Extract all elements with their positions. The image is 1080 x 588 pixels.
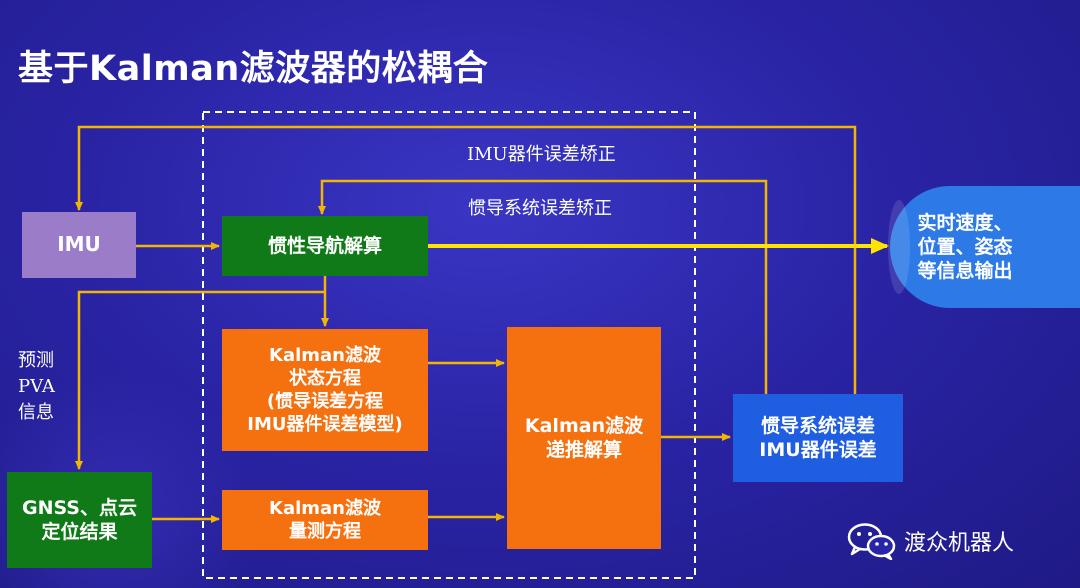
error-estimate-box: 惯导系统误差 IMU器件误差 <box>733 394 903 482</box>
error-estimate-label: 惯导系统误差 IMU器件误差 <box>759 414 877 461</box>
kalman-measurement-equation-label: Kalman滤波 量测方程 <box>269 497 381 542</box>
fusion-boundary <box>202 111 696 579</box>
pva-to-gnss-arrow <box>75 290 325 470</box>
ins-solution-label: 惯性导航解算 <box>267 234 382 257</box>
ins-solution-box: 惯性导航解算 <box>222 216 428 276</box>
gnss-result-label: GNSS、点云 定位结果 <box>21 496 137 543</box>
output-label: 实时速度、 位置、姿态 等信息输出 <box>917 211 1013 283</box>
imu-correction-label: IMU器件误差矫正 <box>467 144 616 165</box>
kalman-recursive-label: Kalman滤波 递推解算 <box>524 414 644 461</box>
watermark-text: 渡众机器人 <box>904 531 1015 556</box>
wechat-icon <box>847 523 896 560</box>
kalman-state-equation-box: Kalman滤波 状态方程 (惯导误差方程 IMU器件误差模型) <box>222 329 428 451</box>
imu-label: IMU <box>57 232 101 257</box>
kalman-measurement-equation-box: Kalman滤波 量测方程 <box>222 490 428 550</box>
imu-box: IMU <box>22 212 136 278</box>
kalman-state-equation-label: Kalman滤波 状态方程 (惯导误差方程 IMU器件误差模型) <box>247 344 403 436</box>
watermark: 渡众机器人 <box>846 522 1014 560</box>
pva-label: 预测 PVA 信息 <box>18 350 55 424</box>
slide-title: 基于Kalman滤波器的松耦合 <box>18 49 489 89</box>
kalman-recursive-box: Kalman滤波 递推解算 <box>507 327 661 549</box>
gnss-result-box: GNSS、点云 定位结果 <box>7 472 152 568</box>
imu-correction-arrow <box>75 125 857 394</box>
output-box: 实时速度、 位置、姿态 等信息输出 <box>888 186 1080 308</box>
ins-correction-arrow <box>318 179 768 394</box>
ins-correction-label: 惯导系统误差矫正 <box>468 198 612 219</box>
